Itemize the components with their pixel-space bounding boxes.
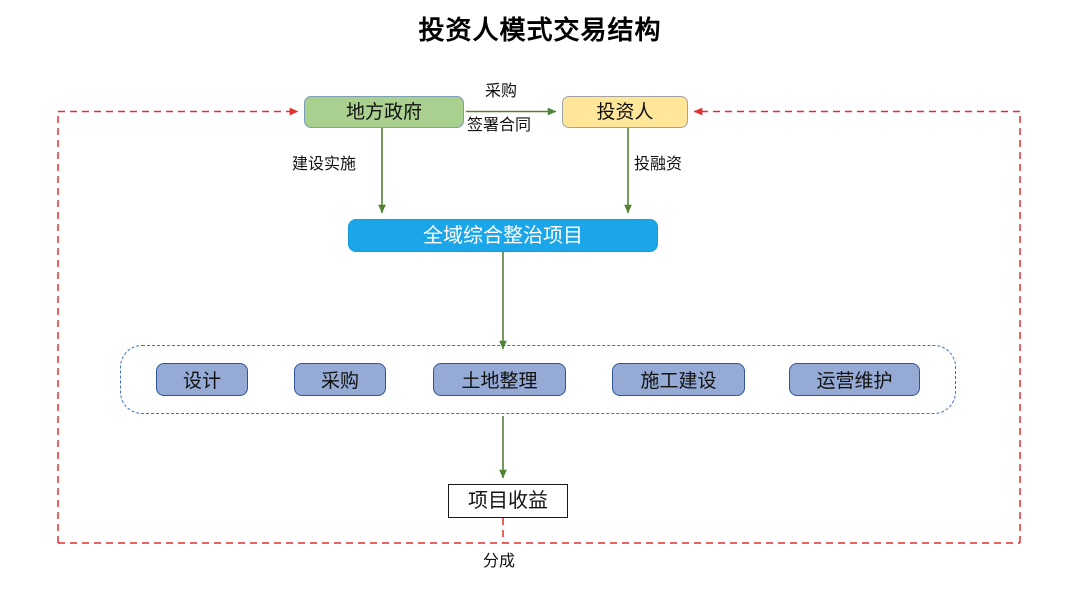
work-package-group bbox=[120, 345, 956, 414]
node-comprehensive-project[interactable]: 全域综合整治项目 bbox=[348, 219, 658, 252]
edge-label-procurement: 采购 bbox=[485, 83, 518, 100]
node-investor[interactable]: 投资人 bbox=[562, 96, 688, 128]
work-package-design[interactable]: 设计 bbox=[156, 363, 248, 396]
work-package-land-consolidation[interactable]: 土地整理 bbox=[433, 363, 566, 396]
edge-label-investment-financing: 投融资 bbox=[634, 156, 683, 173]
edge-label-profit-sharing: 分成 bbox=[483, 553, 516, 570]
page-title: 投资人模式交易结构 bbox=[418, 15, 662, 45]
work-package-operation-maintenance[interactable]: 运营维护 bbox=[789, 363, 920, 396]
work-package-construction[interactable]: 施工建设 bbox=[612, 363, 745, 396]
edge-label-sign-contract: 签署合同 bbox=[467, 117, 532, 134]
edge-label-construction-implementation: 建设实施 bbox=[292, 156, 357, 173]
node-project-revenue[interactable]: 项目收益 bbox=[448, 484, 568, 518]
work-package-procurement[interactable]: 采购 bbox=[294, 363, 386, 396]
node-local-government[interactable]: 地方政府 bbox=[304, 96, 464, 128]
